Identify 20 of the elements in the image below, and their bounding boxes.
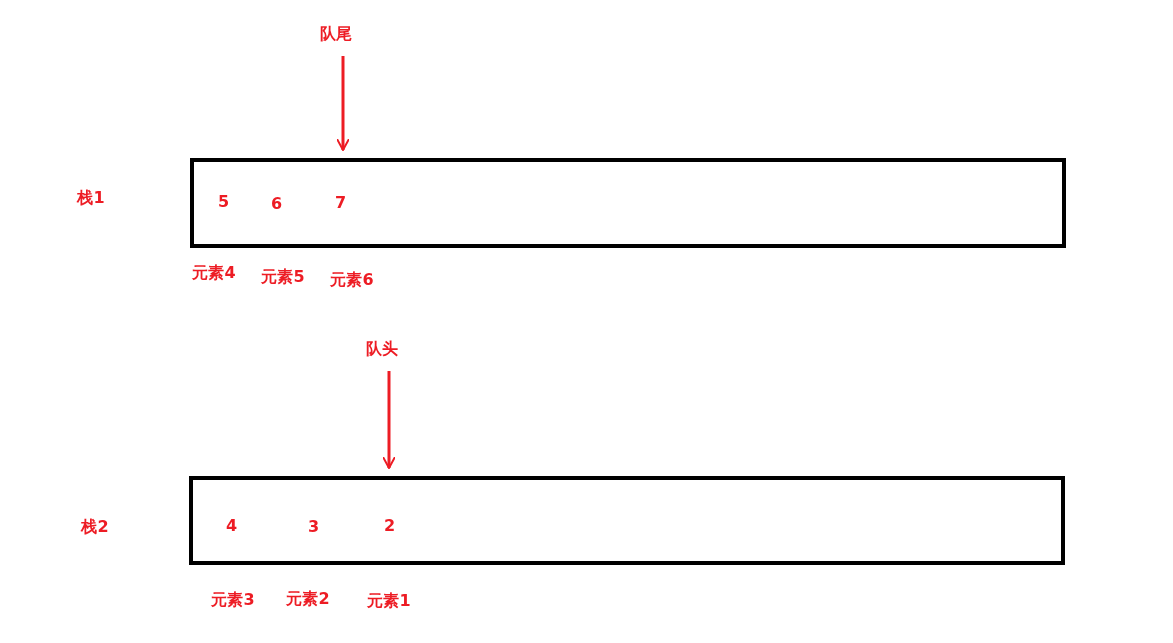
element-value: 6: [271, 194, 283, 213]
arrow: [382, 371, 396, 469]
element-label: 元素1: [367, 590, 411, 612]
element-value: 7: [335, 193, 347, 212]
element-label: 元素3: [211, 589, 255, 611]
element-value: 5: [218, 192, 230, 211]
stack-box: [189, 476, 1065, 565]
stack-box: [190, 158, 1066, 248]
element-label: 元素6: [330, 269, 374, 291]
stack-label: 栈1: [77, 187, 105, 209]
pointer-label: 队头: [366, 339, 398, 360]
element-label: 元素4: [192, 262, 236, 284]
element-label: 元素5: [261, 266, 305, 288]
element-value: 2: [384, 516, 396, 535]
element-label: 元素2: [286, 588, 330, 610]
pointer-label: 队尾: [320, 24, 352, 45]
stack-label: 栈2: [81, 516, 109, 538]
arrow: [336, 56, 350, 151]
element-value: 3: [308, 517, 320, 536]
element-value: 4: [226, 516, 238, 535]
